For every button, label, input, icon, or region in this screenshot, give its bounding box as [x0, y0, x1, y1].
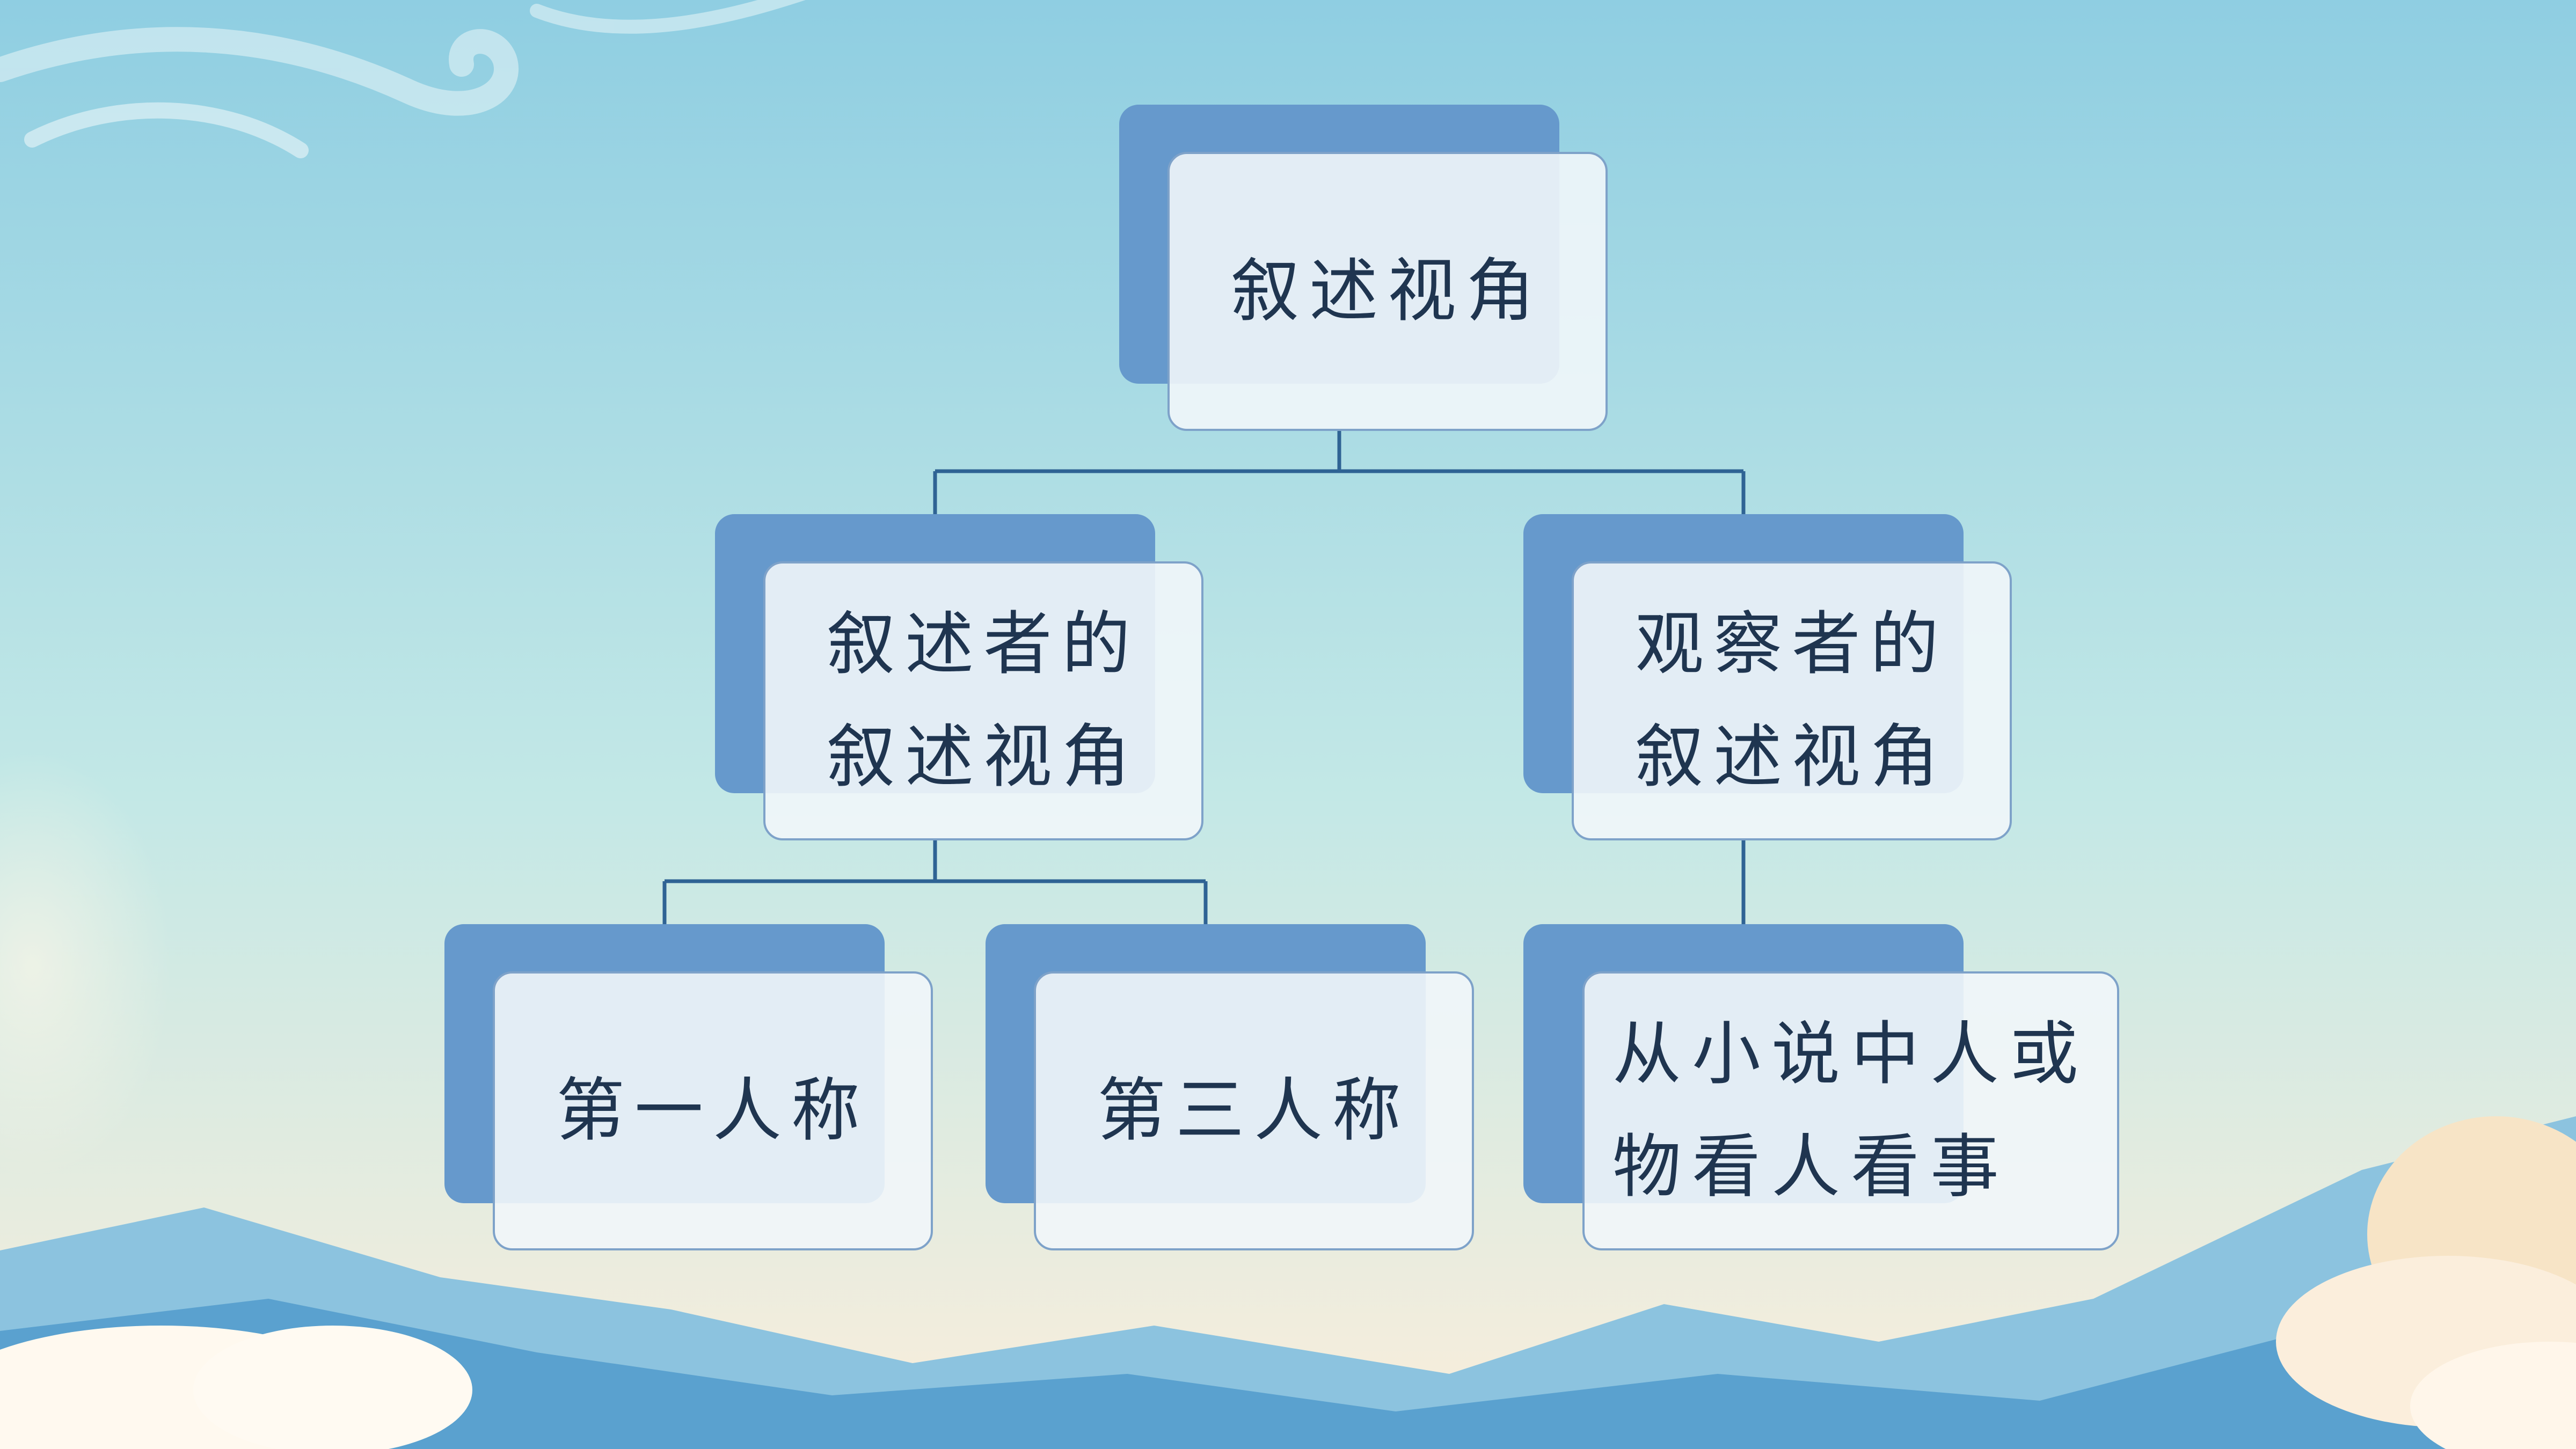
narrator-node-line-1: 叙述者的 [826, 604, 1140, 684]
observer-node-line-2: 叙述视角 [1634, 717, 1949, 797]
first-person-node-label: 第一人称 [556, 1055, 870, 1167]
cloud-decoration [0, 1116, 2576, 1449]
third-person-node-label: 第三人称 [1097, 1055, 1411, 1167]
observer-node-card: 观察者的 叙述视角 [1572, 561, 2012, 840]
connector-narrator-to-persons [662, 840, 1208, 924]
wind-swirl-decoration [0, 0, 806, 158]
character-view-node-label: 从小说中人或 物看人看事 [1612, 998, 2089, 1224]
first-person-node-line-1: 第一人称 [556, 1071, 870, 1151]
third-person-node-card: 第三人称 [1034, 971, 1474, 1250]
mountain-decoration [0, 1116, 2576, 1449]
narrator-node-card: 叙述者的 叙述视角 [763, 561, 1203, 840]
connector-root-to-level2 [933, 431, 1746, 514]
character-view-node-line-2: 物看人看事 [1612, 1127, 2010, 1207]
narrator-node-line-2: 叙述视角 [826, 717, 1140, 797]
third-person-node-line-1: 第三人称 [1097, 1071, 1411, 1151]
first-person-node-card: 第一人称 [493, 971, 933, 1250]
observer-node-label: 观察者的 叙述视角 [1635, 588, 1949, 814]
root-node-line-1: 叙述视角 [1230, 251, 1544, 331]
root-node-label: 叙述视角 [1231, 235, 1544, 348]
root-node-card: 叙述视角 [1167, 152, 1608, 431]
character-view-node-card: 从小说中人或 物看人看事 [1582, 971, 2119, 1250]
narrator-node-label: 叙述者的 叙述视角 [827, 588, 1140, 814]
observer-node-line-1: 观察者的 [1634, 604, 1949, 684]
character-view-node-line-1: 从小说中人或 [1612, 1014, 2089, 1094]
